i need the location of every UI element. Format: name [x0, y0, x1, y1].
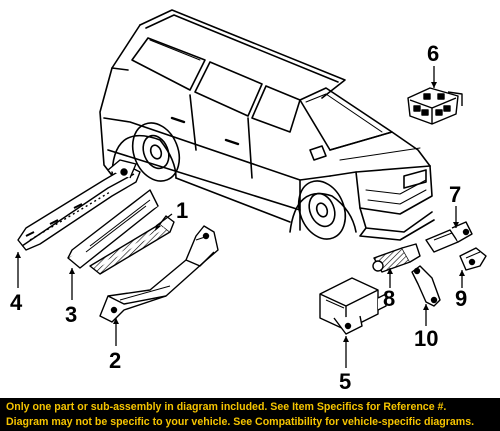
part-5-control-unit	[319, 277, 387, 335]
disclaimer-banner: Only one part or sub-assembly in diagram…	[0, 398, 500, 431]
callout-3: 3	[65, 302, 77, 327]
part-2-lower-bracket	[99, 225, 219, 323]
vehicle-drawing	[99, 9, 435, 241]
part-3-cover-panel	[67, 189, 159, 269]
callout-1: 1	[176, 198, 188, 223]
callout-numbers: 1 2 3 4 5 6 7 8 9 10	[10, 41, 467, 394]
callout-9: 9	[455, 286, 467, 311]
part-8-sensor-plug	[372, 243, 421, 273]
callout-7: 7	[449, 182, 461, 207]
callout-2: 2	[109, 348, 121, 373]
part-10-link	[411, 265, 441, 307]
leader-lines	[17, 66, 463, 368]
callout-6: 6	[427, 41, 439, 66]
leader-1	[155, 213, 173, 227]
callout-10: 10	[414, 326, 438, 351]
part-9-connector	[459, 247, 487, 271]
part-6-connector	[407, 87, 463, 125]
callout-5: 5	[339, 369, 351, 394]
part-7-sensor	[425, 221, 473, 253]
disclaimer-line-1: Only one part or sub-assembly in diagram…	[6, 401, 447, 413]
disclaimer-line-2: Diagram may not be specific to your vehi…	[6, 416, 475, 428]
part-4-long-bracket	[17, 159, 141, 251]
leader-arrowheads	[15, 82, 465, 342]
callout-4: 4	[10, 290, 23, 315]
callout-8: 8	[383, 286, 395, 311]
